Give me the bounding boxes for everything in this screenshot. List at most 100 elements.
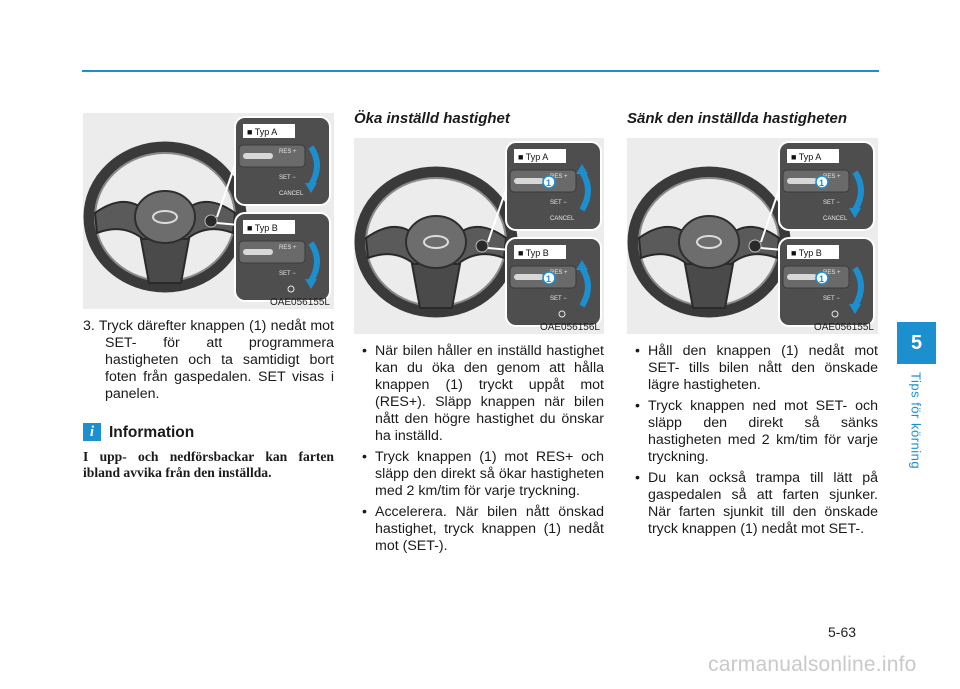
wheel-drawing: ■ Typ A RES + SET − CANCEL 1 ■ Typ B RES + SET … <box>354 141 602 327</box>
arrow-head-icon <box>576 164 588 174</box>
column-3-bullets: Håll den knappen (1) nedåt mot SET- till… <box>627 343 878 542</box>
figure-code: OAE056156L <box>539 322 600 333</box>
res-label: RES + <box>550 174 568 180</box>
type-a-inset: ■ Typ A RES + SET − CANCEL <box>234 116 331 206</box>
header-rule <box>82 70 879 72</box>
set-label: SET − <box>279 271 296 277</box>
marker-1-circle <box>815 175 829 189</box>
type-label: ■ Typ A <box>247 127 277 137</box>
marker-1-label: 1 <box>819 178 824 188</box>
set-label: SET − <box>550 200 567 206</box>
circle-button-icon <box>558 310 566 318</box>
set-label: SET − <box>279 175 296 181</box>
bullet-item: Accelerera. När bilen nått önskad hastig… <box>354 504 604 555</box>
column-2: Öka inställd hastighet <box>354 110 604 127</box>
type-label: ■ Typ B <box>518 248 549 258</box>
airbag-hub <box>405 215 467 269</box>
arrow-down-icon <box>308 145 320 187</box>
marker-1-label: 1 <box>819 274 824 284</box>
set-label: SET − <box>823 296 840 302</box>
brand-logo <box>423 235 449 249</box>
res-label: RES + <box>279 245 297 251</box>
bullet-item: Tryck knappen (1) mot RES+ och släpp den… <box>354 449 604 500</box>
type-label-box <box>514 245 566 259</box>
information-title: Information <box>109 423 195 441</box>
cruise-lever <box>243 153 273 159</box>
type-label-box <box>787 149 839 163</box>
type-label: ■ Typ B <box>791 248 822 258</box>
cancel-label: CANCEL <box>550 216 575 222</box>
res-label: RES + <box>823 270 841 276</box>
figure-code: OAE056155L <box>269 297 330 308</box>
type-label: ■ Typ A <box>518 152 548 162</box>
arrow-head-icon <box>849 304 861 314</box>
wheel-lower-spoke <box>683 263 735 309</box>
page-number: 5-63 <box>828 624 857 640</box>
type-b-inset: ■ Typ B RES + SET − 1 <box>505 237 602 327</box>
arrow-up-icon <box>579 266 591 308</box>
cruise-switch <box>748 239 762 253</box>
bullet-item: Du kan också trampa till lätt på gaspeda… <box>627 470 878 538</box>
cruise-lever <box>787 178 817 184</box>
info-icon: i <box>83 423 101 441</box>
circle-button-icon <box>287 285 295 293</box>
arrow-head-icon <box>305 279 317 289</box>
cancel-label: CANCEL <box>823 216 848 222</box>
type-b-inset: ■ Typ B RES + SET − 1 <box>778 237 875 327</box>
wheel-drawing: ■ Typ A RES + SET − CANCEL ■ Typ B RES + SET − <box>83 116 331 302</box>
arrow-down-icon <box>308 241 320 283</box>
watermark: carmanualsonline.info <box>708 653 917 676</box>
marker-1-circle <box>542 271 556 285</box>
column-2-bullets: När bilen håller en inställd hastighet k… <box>354 343 604 559</box>
column-3: Sänk den inställda hastigheten <box>627 110 878 127</box>
wheel-lower-spoke <box>410 263 462 309</box>
arrow-up-icon <box>579 170 591 212</box>
cruise-lever <box>243 249 273 255</box>
brand-logo <box>696 235 722 249</box>
column-1: 3. Tryck därefter knappen (1) nedåt mot … <box>83 318 334 481</box>
type-label: ■ Typ A <box>791 152 821 162</box>
figure-code: OAE056155L <box>813 322 874 333</box>
bullet-item: När bilen håller en inställd hastighet k… <box>354 343 604 445</box>
section-heading-increase-speed: Öka inställd hastighet <box>354 110 510 127</box>
type-label-box <box>514 149 566 163</box>
res-label: RES + <box>279 149 297 155</box>
cancel-label: CANCEL <box>279 191 304 197</box>
marker-1-label: 1 <box>546 274 551 284</box>
chapter-title: Tips för körning <box>908 372 924 470</box>
type-label-box <box>243 124 295 138</box>
marker-1-circle <box>542 175 556 189</box>
type-label: ■ Typ B <box>247 223 278 233</box>
type-b-inset: ■ Typ B RES + SET − <box>234 212 331 302</box>
arrow-down-icon <box>852 266 864 308</box>
type-label-box <box>787 245 839 259</box>
wheel-lower-spoke <box>139 238 191 284</box>
airbag-hub <box>134 190 196 244</box>
steering-wheel-illustration-2: ■ Typ A RES + SET − CANCEL 1 ■ Typ B RES + SET … <box>354 138 604 334</box>
arrow-head-icon <box>305 183 317 193</box>
set-label: SET − <box>550 296 567 302</box>
arrow-head-icon <box>576 260 588 270</box>
res-label: RES + <box>550 270 568 276</box>
cruise-lever <box>514 274 544 280</box>
type-label-box <box>243 220 295 234</box>
step-3-text: 3. Tryck därefter knappen (1) nedåt mot … <box>83 318 334 402</box>
cruise-lever <box>787 274 817 280</box>
set-label: SET − <box>823 200 840 206</box>
information-heading: i Information <box>83 423 334 441</box>
information-text: I upp- och nedförsbackar kan farten ibla… <box>83 449 334 480</box>
chapter-number-tab: 5 <box>897 322 936 364</box>
marker-1-label: 1 <box>546 178 551 188</box>
steering-wheel-illustration-1: ■ Typ A RES + SET − CANCEL ■ Typ B RES + SET −… <box>83 113 334 309</box>
arrow-down-icon <box>852 170 864 212</box>
bullet-item: Tryck knappen ned mot SET- och släpp den… <box>627 398 878 466</box>
section-heading-decrease-speed: Sänk den inställda hastigheten <box>627 110 848 127</box>
arrow-head-icon <box>849 208 861 218</box>
cruise-lever <box>514 178 544 184</box>
brand-logo <box>152 210 178 224</box>
cruise-switch <box>475 239 489 253</box>
circle-button-icon <box>831 310 839 318</box>
